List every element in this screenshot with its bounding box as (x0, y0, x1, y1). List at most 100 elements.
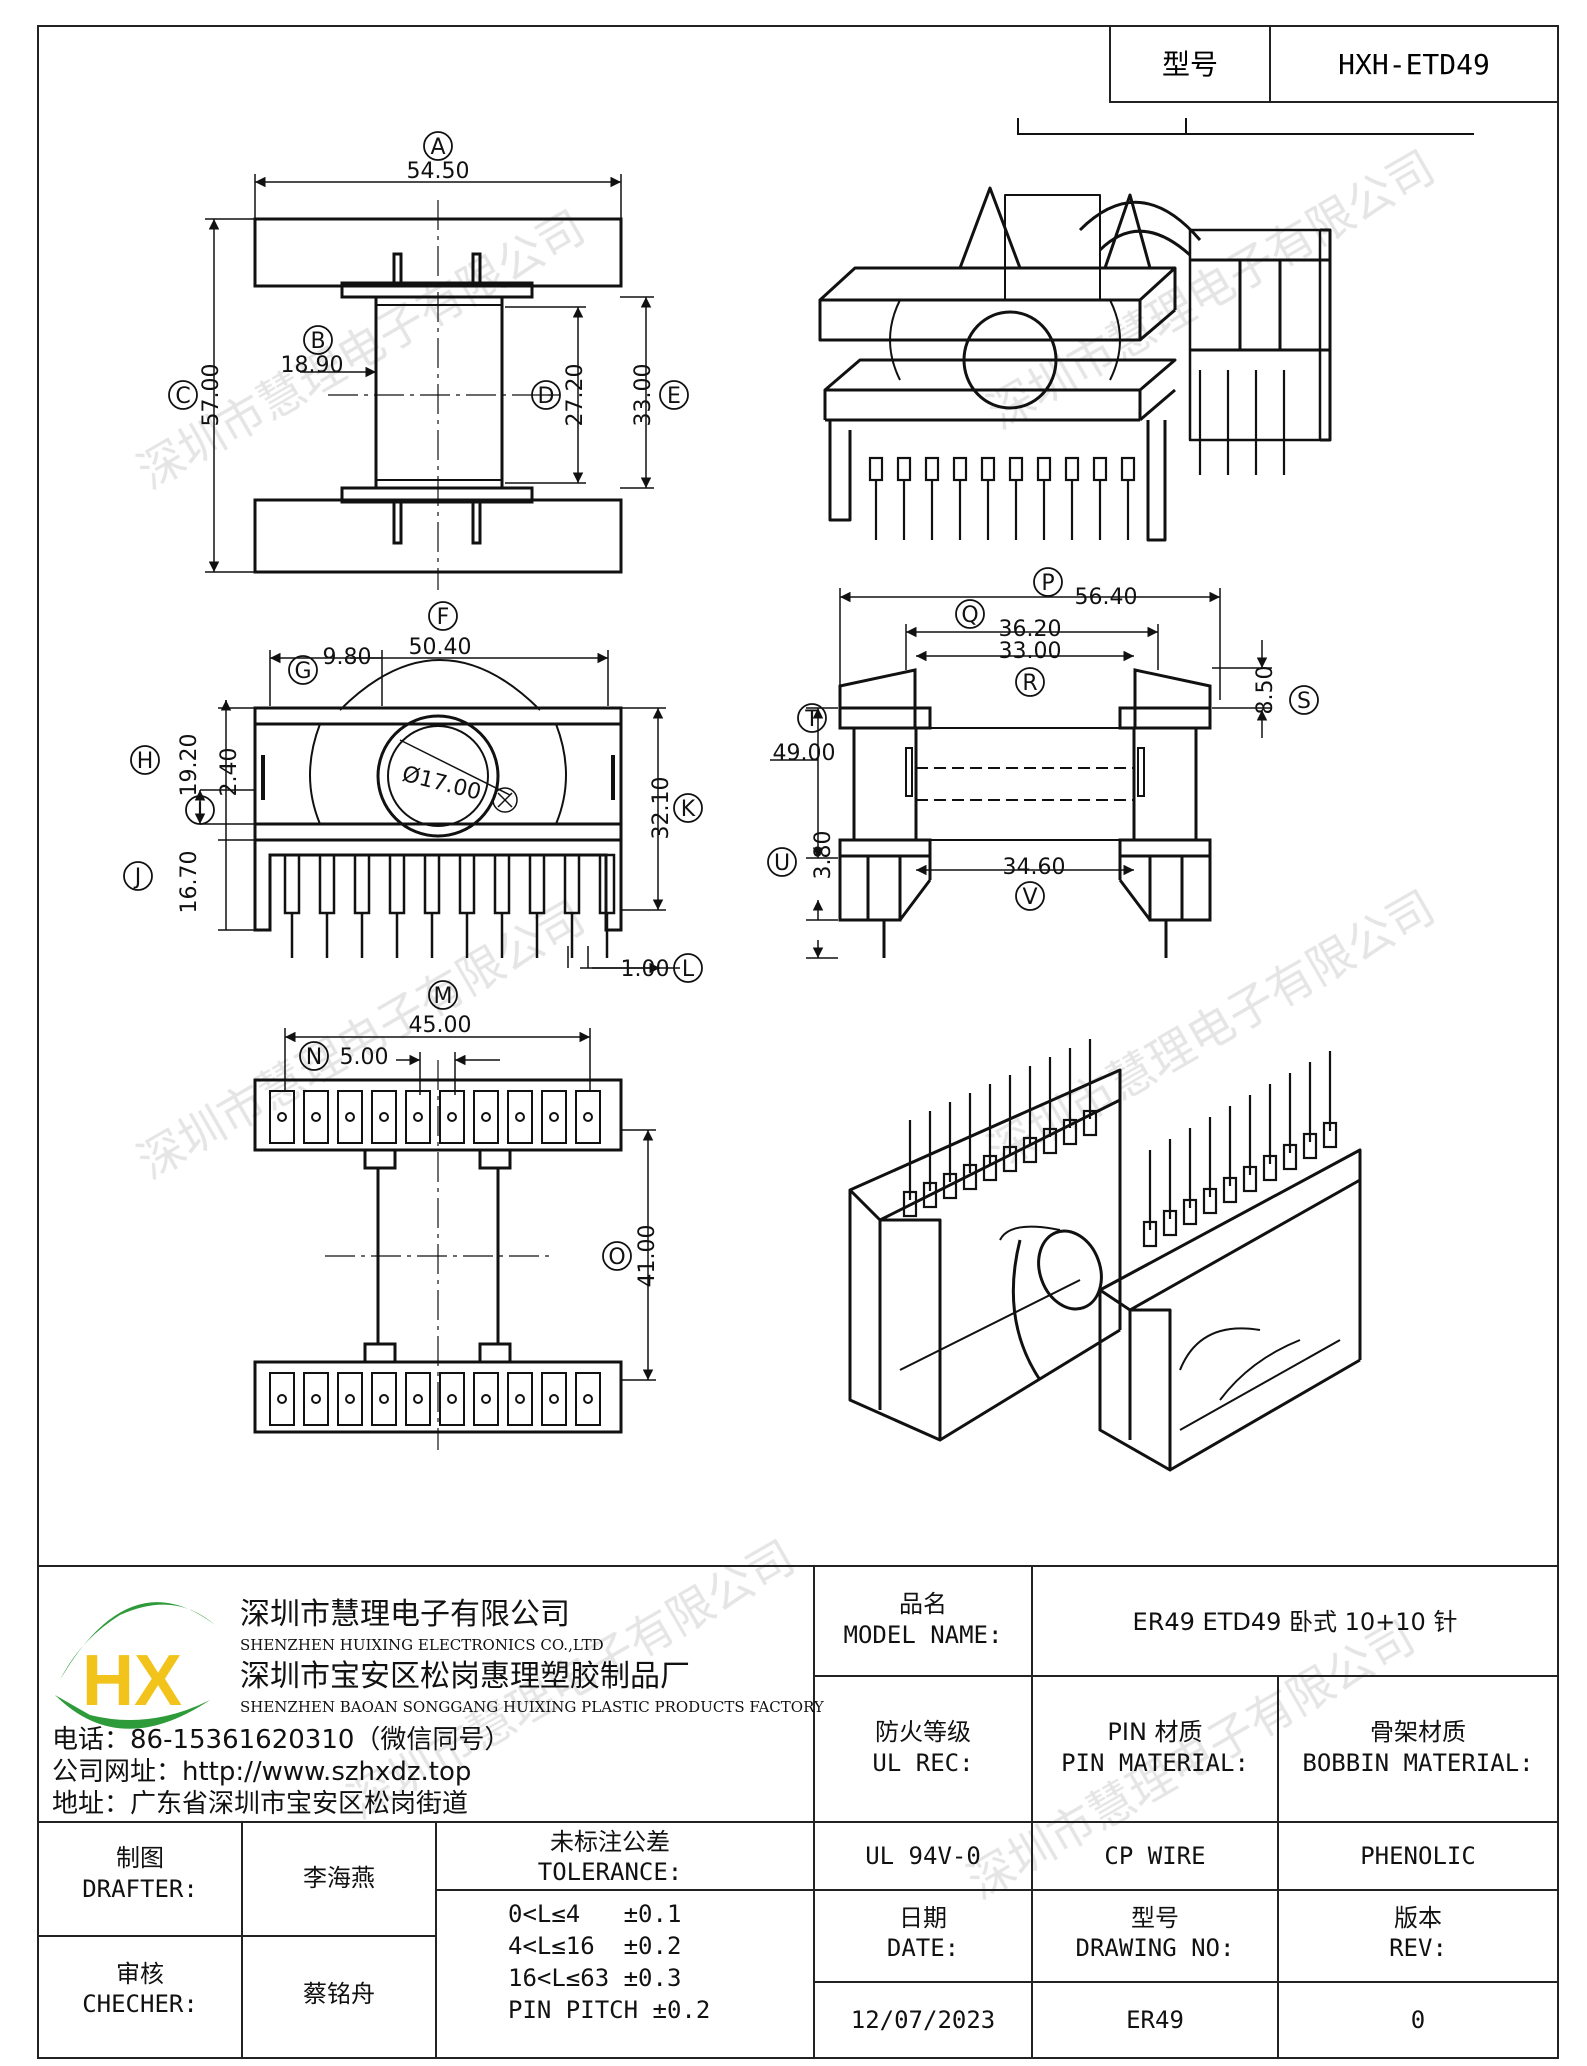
iso2-pin-right-body (1322, 1121, 1338, 1149)
date-value: 12/07/2023 (851, 2006, 996, 2034)
bottom-pin-hole (549, 1394, 559, 1404)
tolerance-list: 0<L≤4 ±0.1 4<L≤16 ±0.2 16<L≤63 ±0.3 PIN … (508, 1900, 710, 2024)
bottom-pin-slot (337, 1090, 363, 1144)
tolerance-row-3: 16<L≤63 ±0.3 (508, 1964, 681, 1992)
view-front-pins (283, 853, 616, 958)
front-pin-body (493, 853, 511, 915)
ul-label-cn: 防火等级 (875, 1718, 971, 1746)
dim-value-o: 41.00 (635, 1225, 660, 1288)
iso1-pin-head (1120, 456, 1136, 482)
bottom-pin-hole (379, 1394, 389, 1404)
company-name-en: SHENZHEN HUIXING ELECTRONICS CO.,LTD (240, 1636, 604, 1654)
dim-value-q: 36.20 (999, 617, 1062, 642)
iso2-pin-left-body (922, 1181, 938, 1209)
tolerance-row-1: 0<L≤4 ±0.1 (508, 1900, 681, 1928)
ul-value: UL 94V-0 (865, 1842, 981, 1870)
iso2-pin-right-body (1242, 1165, 1258, 1193)
company-website: 公司网址：http://www.szhxdz.top (52, 1757, 471, 1787)
iso2-pin-left-body (1082, 1109, 1098, 1137)
watermark-1: 深圳市慧理电子有限公司 (129, 200, 594, 500)
revision-label-cn: 版本 (1394, 1904, 1442, 1932)
dim-value-g: 9.80 (323, 645, 372, 670)
dim-value-e: 33.00 (631, 364, 656, 427)
dim-value-j: 16.70 (177, 851, 202, 914)
drawing-no-label-en: DRAWING NO: (1076, 1934, 1235, 1962)
dim-label-m: M (434, 984, 453, 1009)
bobbin-material-label-en: BOBBIN MATERIAL: (1302, 1749, 1533, 1777)
iso1-pin-head (952, 456, 968, 482)
iso2-pin-right-body (1162, 1209, 1178, 1237)
bottom-pin-slot (507, 1372, 533, 1426)
model-name-value: ER49 ETD49 卧式 10+10 针 (1133, 1608, 1458, 1636)
bottom-pin-slot (575, 1372, 601, 1426)
dim-value-u: 3.80 (811, 831, 836, 880)
isometric-view-2 (848, 1068, 1362, 1472)
iso2-pin-right-body (1302, 1132, 1318, 1160)
bottom-pin-hole (515, 1112, 525, 1122)
view-bottom (253, 1060, 623, 1450)
iso2-pin-right-body (1182, 1198, 1198, 1226)
dim-label-v: V (1022, 885, 1037, 910)
view-bottom-pins (269, 1090, 601, 1426)
iso1-pin-head (1064, 456, 1080, 482)
tolerance-label-cn: 未标注公差 (550, 1828, 670, 1856)
ul-label-en: UL REC: (872, 1749, 973, 1777)
dim-value-t: 49.00 (773, 741, 836, 766)
tolerance-label-en: TOLERANCE: (538, 1858, 683, 1886)
dim-label-k: K (681, 797, 696, 822)
dim-value-b: 18.90 (281, 353, 344, 378)
pin-material-label-cn: PIN 材质 (1107, 1718, 1202, 1746)
front-pin-body (318, 853, 336, 915)
dim-label-a: A (430, 135, 445, 160)
iso2-pin-left-body (1022, 1136, 1038, 1164)
bottom-pin-hole (311, 1112, 321, 1122)
bottom-pin-hole (583, 1112, 593, 1122)
iso2-pin-left-body (962, 1163, 978, 1191)
bottom-pin-slot (575, 1090, 601, 1144)
revision-value: 0 (1411, 2006, 1425, 2034)
view-front-dims (194, 650, 680, 974)
view-side (838, 668, 1212, 958)
front-pin-body (283, 853, 301, 915)
dim-label-q: Q (961, 603, 978, 628)
title-block-grid (38, 1565, 1558, 2058)
iso1-pin-head (1008, 456, 1024, 482)
dim-label-e: E (667, 384, 681, 409)
dim-label-i: I (197, 799, 204, 824)
dim-value-n: 5.00 (340, 1045, 389, 1070)
dim-value-c: 57.00 (199, 364, 224, 427)
bottom-pin-slot (541, 1372, 567, 1426)
dim-value-diameter: Ø17.00 (400, 762, 484, 806)
dim-value-k: 32.10 (649, 777, 674, 840)
model-name-label-en: MODEL NAME: (844, 1621, 1003, 1649)
bottom-pin-slot (507, 1090, 533, 1144)
factory-name-en: SHENZHEN BAOAN SONGGANG HUIXING PLASTIC … (240, 1698, 825, 1716)
iso2-pin-right-body (1142, 1220, 1158, 1248)
bottom-pin-hole (277, 1394, 287, 1404)
tolerance-row-2: 4<L≤16 ±0.2 (508, 1932, 681, 1960)
bottom-pin-slot (371, 1372, 397, 1426)
revision-label-en: REV: (1389, 1934, 1447, 1962)
dim-label-t: T (804, 707, 819, 732)
pin-material-label-en: PIN MATERIAL: (1061, 1749, 1249, 1777)
iso1-pin-head (868, 456, 884, 482)
dim-label-b: B (310, 329, 325, 354)
header-model-label: 型号 (1162, 48, 1218, 81)
model-name-label-cn: 品名 (899, 1590, 947, 1618)
dim-value-d: 27.20 (563, 364, 588, 427)
iso1-pin-head (896, 456, 912, 482)
isometric-view-2-pins (902, 1039, 1338, 1248)
checker-label-cn: 审核 (116, 1960, 164, 1988)
title-block-cells: 品名 MODEL NAME: ER49 ETD49 卧式 10+10 针 防火等… (82, 1590, 1533, 2018)
view-bottom-dims (284, 1028, 656, 1381)
dim-label-c: C (175, 384, 190, 409)
company-address: 地址：广东省深圳市宝安区松岗街道 (52, 1789, 468, 1819)
dim-value-v: 34.60 (1003, 855, 1066, 880)
bottom-pin-hole (413, 1394, 423, 1404)
dim-label-d: D (538, 384, 555, 409)
view-front-labels: F 50.40 G 9.80 H 19.20 I 2.40 J 16.70 K … (123, 601, 703, 983)
dim-label-p: P (1041, 571, 1054, 596)
dim-label-j: J (133, 865, 142, 890)
bottom-pin-hole (549, 1112, 559, 1122)
